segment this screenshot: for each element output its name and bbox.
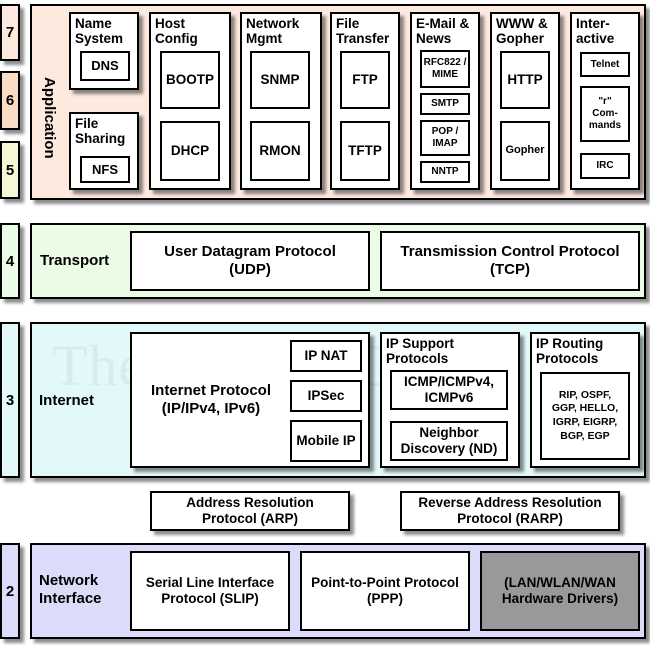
tcp-label: Transmission Control Protocol (TCP) [400, 243, 620, 278]
file-sharing-heading: File Sharing [75, 116, 126, 147]
tftp-box: TFTP [340, 121, 390, 181]
routing-protocols-box: RIP, OSPF, GGP, HELLO, IGRP, EIGRP, BGP,… [540, 372, 630, 460]
bootp-box: BOOTP [160, 51, 220, 109]
ip-routing-heading: IP Routing Protocols [536, 336, 604, 367]
http-label: HTTP [507, 71, 543, 87]
gopher-label: Gopher [505, 144, 545, 157]
host-config-heading: Host Config [155, 16, 198, 47]
internet-layer-label: Internet [39, 392, 95, 409]
file-transfer-heading: File Transfer [336, 16, 390, 47]
layer-7-number: 7 [0, 4, 20, 61]
layer-3-label: 3 [5, 391, 15, 409]
email-news-heading: E-Mail & News [416, 16, 470, 47]
udp-label: User Datagram Protocol (UDP) [164, 243, 336, 278]
telnet-label: Telnet [590, 58, 620, 70]
dhcp-box: DHCP [160, 121, 220, 181]
layer-2-label: 2 [5, 582, 15, 600]
irc-box: IRC [580, 153, 630, 179]
pop-imap-box: POP / IMAP [420, 120, 470, 156]
bootp-label: BOOTP [165, 71, 214, 87]
slip-label: Serial Line Interface Protocol (SLIP) [145, 574, 275, 606]
ip-label: Internet Protocol (IP/IPv4, IPv6) [150, 382, 271, 417]
pop-imap-label: POP / IMAP [431, 126, 459, 149]
irc-label: IRC [596, 160, 614, 171]
layer-2-number: 2 [0, 543, 20, 639]
layer-4-label: 4 [5, 252, 15, 270]
mobile-ip-box: Mobile IP [290, 420, 362, 462]
application-layer-label: Application [41, 77, 58, 159]
snmp-box: SNMP [250, 51, 310, 109]
dhcp-label: DHCP [170, 142, 210, 158]
nfs-label: NFS [92, 161, 118, 177]
layer-4-number: 4 [0, 223, 20, 299]
hardware-drivers-box: (LAN/WLAN/WAN Hardware Drivers) [480, 551, 640, 631]
hardware-drivers-label: (LAN/WLAN/WAN Hardware Drivers) [501, 574, 619, 606]
ipsec-box: IPSec [290, 380, 362, 412]
r-commands-box: "r" Com-mands [580, 86, 630, 142]
snmp-label: SNMP [260, 71, 300, 87]
ppp-box: Point-to-Point Protocol (PPP) [300, 551, 470, 631]
rfc822-mime-label: RFC822 / MIME [423, 57, 467, 80]
network-mgmt-heading: Network Mgmt [246, 16, 300, 47]
tcp-box: Transmission Control Protocol (TCP) [380, 231, 640, 291]
ppp-label: Point-to-Point Protocol (PPP) [311, 574, 459, 606]
arp-box: Address Resolution Protocol (ARP) [150, 491, 350, 531]
tftp-label: TFTP [348, 142, 382, 158]
rmon-label: RMON [259, 142, 301, 158]
network-interface-layer-label: Network Interface [39, 572, 102, 607]
http-box: HTTP [500, 51, 550, 109]
r-commands-label: "r" Com-mands [588, 96, 622, 131]
layer-6-label: 6 [5, 92, 15, 109]
telnet-box: Telnet [580, 52, 630, 77]
nntp-box: NNTP [420, 161, 470, 183]
ip-nat-box: IP NAT [290, 340, 362, 372]
dns-box: DNS [80, 51, 130, 81]
smtp-box: SMTP [420, 93, 470, 115]
ip-support-heading: IP Support Protocols [386, 336, 455, 367]
mobile-ip-label: Mobile IP [296, 432, 356, 448]
rarp-box: Reverse Address Resolution Protocol (RAR… [400, 491, 620, 531]
nfs-box: NFS [80, 156, 130, 183]
rfc822-mime-box: RFC822 / MIME [420, 50, 470, 88]
name-system-heading: Name System [75, 16, 124, 47]
slip-box: Serial Line Interface Protocol (SLIP) [130, 551, 290, 631]
interactive-heading: Inter-active [576, 16, 615, 47]
icmp-label: ICMP/ICMPv4, ICMPv6 [403, 373, 495, 405]
icmp-box: ICMP/ICMPv4, ICMPv6 [390, 370, 508, 410]
ipsec-label: IPSec [307, 387, 345, 403]
layer-7-label: 7 [5, 24, 15, 41]
nd-box: Neighbor Discovery (ND) [390, 421, 508, 461]
nntp-label: NNTP [431, 166, 459, 177]
ftp-label: FTP [352, 71, 378, 87]
rarp-label: Reverse Address Resolution Protocol (RAR… [418, 494, 602, 526]
layer-3-number: 3 [0, 322, 20, 478]
ftp-box: FTP [340, 51, 390, 109]
nd-label: Neighbor Discovery (ND) [400, 424, 498, 456]
arp-label: Address Resolution Protocol (ARP) [186, 494, 314, 526]
transport-layer-label: Transport [40, 252, 110, 269]
www-gopher-heading: WWW & Gopher [496, 16, 548, 47]
rmon-box: RMON [250, 121, 310, 181]
dns-label: DNS [91, 58, 119, 74]
ip-nat-label: IP NAT [304, 347, 348, 363]
udp-box: User Datagram Protocol (UDP) [130, 231, 370, 291]
layer-5-label: 5 [5, 161, 15, 179]
gopher-box: Gopher [500, 121, 550, 181]
routing-protocols-label: RIP, OSPF, GGP, HELLO, IGRP, EIGRP, BGP,… [551, 388, 619, 442]
layer-6-number: 6 [0, 71, 20, 130]
smtp-label: SMTP [431, 98, 459, 109]
layer-5-number: 5 [0, 141, 20, 199]
